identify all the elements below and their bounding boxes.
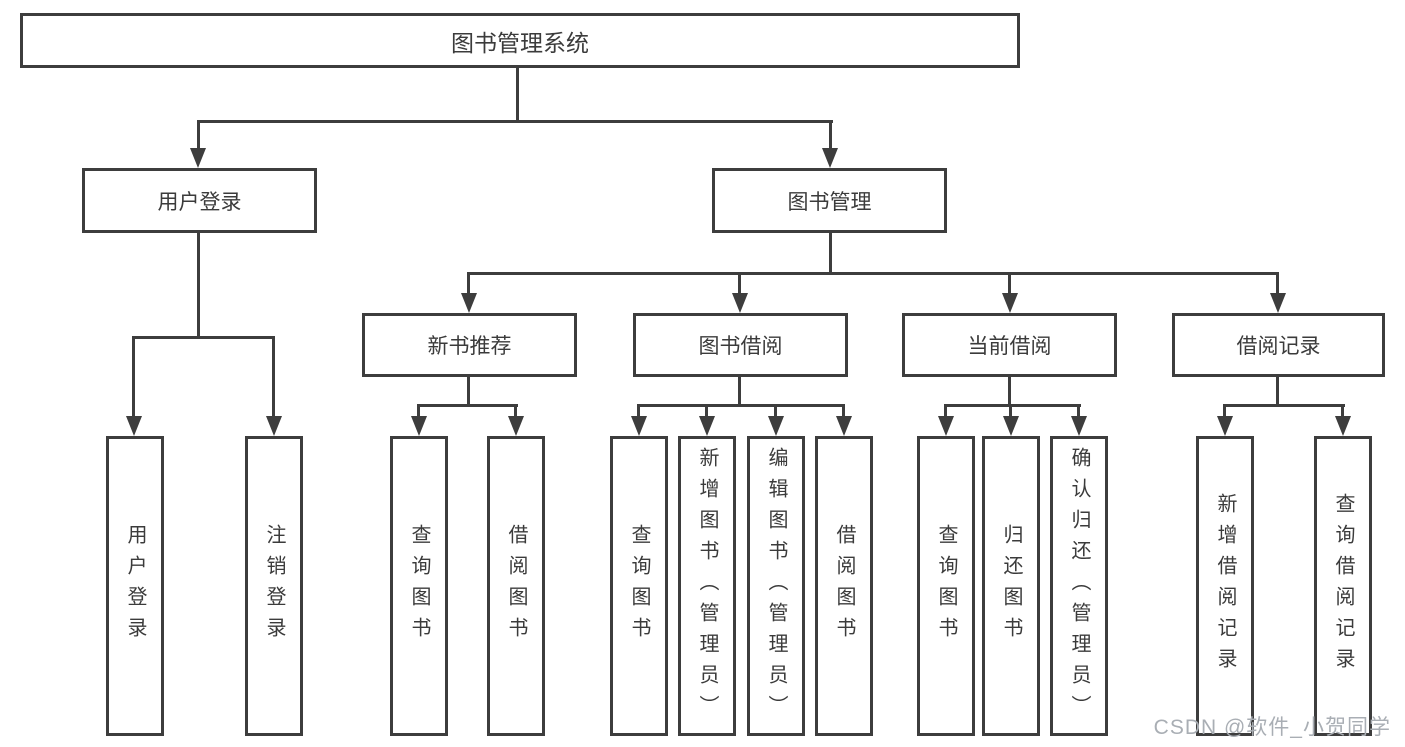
leaf-label: 用户登录	[124, 524, 146, 648]
arrowhead-current-borrow	[1002, 293, 1018, 313]
node-user-login: 用户登录	[82, 168, 317, 233]
connector-records-bar	[1223, 404, 1345, 407]
node-borrow-records: 借阅记录	[1172, 313, 1385, 377]
connector-drop-book-management	[829, 120, 832, 148]
connector-drop-query-borrow	[637, 404, 640, 416]
node-label: 当前借阅	[967, 335, 1052, 358]
connector-user-login-bar	[132, 336, 275, 339]
node-label: 图书借阅	[698, 335, 783, 358]
connector-drop-edit-books	[774, 404, 777, 416]
connector-book-mgmt-stem	[829, 233, 832, 272]
leaf-label: 查询图书	[628, 524, 650, 648]
connector-drop-query-current	[944, 404, 947, 416]
connector-drop-add-record	[1223, 404, 1226, 416]
arrowhead-query-borrow	[631, 416, 647, 436]
leaf-query-books-current: 查询图书	[917, 436, 975, 736]
leaf-label: 查询图书	[935, 524, 957, 648]
leaf-add-borrow-record: 新增借阅记录	[1196, 436, 1254, 736]
connector-drop-borrow-recommend	[514, 404, 517, 416]
connector-current-borrow-stem	[1008, 377, 1011, 404]
connector-drop-add-books	[705, 404, 708, 416]
connector-drop-book-borrow	[738, 272, 741, 293]
node-label: 借阅记录	[1236, 335, 1321, 358]
connector-book-borrow-stem	[738, 377, 741, 404]
node-book-borrow: 图书借阅	[633, 313, 848, 377]
leaf-label: 借阅图书	[833, 524, 855, 648]
connector-drop-confirm-return	[1077, 404, 1080, 416]
connector-drop-query-recommend	[417, 404, 420, 416]
node-label: 用户登录	[157, 190, 242, 214]
leaf-label: 注销登录	[263, 524, 285, 648]
leaf-label: 新增借阅记录	[1214, 493, 1236, 679]
connector-drop-borrow-records	[1276, 272, 1279, 293]
leaf-user-login: 用户登录	[106, 436, 164, 736]
arrowhead-leaf-logout	[266, 416, 282, 436]
leaf-query-books-recommend: 查询图书	[390, 436, 448, 736]
leaf-confirm-return-admin: 确认归还（管理员）	[1050, 436, 1108, 736]
leaf-label: 归还图书	[1000, 524, 1022, 648]
arrowhead-query-record	[1335, 416, 1351, 436]
arrowhead-book-borrow	[732, 293, 748, 313]
leaf-logout: 注销登录	[245, 436, 303, 736]
leaf-return-books: 归还图书	[982, 436, 1040, 736]
connector-drop-query-record	[1341, 404, 1344, 416]
leaf-edit-books-admin: 编辑图书（管理员）	[747, 436, 805, 736]
connector-drop-current-borrow	[1008, 272, 1011, 293]
connector-user-login-stem	[197, 233, 200, 336]
leaf-query-books-borrow: 查询图书	[610, 436, 668, 736]
connector-drop-user-login	[197, 120, 200, 148]
leaf-add-books-admin: 新增图书（管理员）	[678, 436, 736, 736]
csdn-watermark: CSDN @软件_小贺同学	[1153, 716, 1391, 739]
leaf-borrow-books: 借阅图书	[815, 436, 873, 736]
node-book-management: 图书管理	[712, 168, 947, 233]
leaf-label: 新增图书（管理员）	[696, 446, 718, 726]
leaf-label: 查询图书	[408, 524, 430, 648]
leaf-query-borrow-record: 查询借阅记录	[1314, 436, 1372, 736]
leaf-label: 借阅图书	[505, 524, 527, 648]
node-label: 新书推荐	[427, 335, 512, 358]
connector-recommend-bar	[417, 404, 518, 407]
arrowhead-borrow-books	[836, 416, 852, 436]
connector-root-stem	[516, 68, 519, 120]
arrowhead-confirm-return	[1071, 416, 1087, 436]
node-label: 图书管理系统	[451, 29, 589, 56]
leaf-label: 确认归还（管理员）	[1068, 446, 1090, 726]
arrowhead-add-books	[699, 416, 715, 436]
connector-drop-leaf-logout	[272, 336, 275, 416]
connector-records-stem	[1276, 377, 1279, 404]
leaf-label: 编辑图书（管理员）	[765, 446, 787, 726]
arrowhead-return-books	[1003, 416, 1019, 436]
arrowhead-leaf-user-login	[126, 416, 142, 436]
connector-drop-borrow-books	[842, 404, 845, 416]
connector-recommend-stem	[467, 377, 470, 404]
arrowhead-borrow-records	[1270, 293, 1286, 313]
arrowhead-query-recommend	[411, 416, 427, 436]
connector-drop-return-books	[1009, 404, 1012, 416]
connector-book-mgmt-bar	[467, 272, 1279, 275]
node-new-book-recommend: 新书推荐	[362, 313, 577, 377]
connector-drop-leaf-user-login	[132, 336, 135, 416]
node-label: 图书管理	[787, 190, 872, 214]
connector-drop-new-book-recommend	[467, 272, 470, 293]
node-current-borrow: 当前借阅	[902, 313, 1117, 377]
arrowhead-book-management	[822, 148, 838, 168]
leaf-label: 查询借阅记录	[1332, 493, 1354, 679]
connector-book-borrow-bar	[637, 404, 845, 407]
arrowhead-edit-books	[768, 416, 784, 436]
arrowhead-user-login	[190, 148, 206, 168]
leaf-borrow-books-recommend: 借阅图书	[487, 436, 545, 736]
arrowhead-borrow-recommend	[508, 416, 524, 436]
arrowhead-add-record	[1217, 416, 1233, 436]
arrowhead-query-current	[938, 416, 954, 436]
arrowhead-new-book-recommend	[461, 293, 477, 313]
node-root-library-system: 图书管理系统	[20, 13, 1020, 68]
connector-root-bar	[197, 120, 833, 123]
connector-current-borrow-bar	[944, 404, 1081, 407]
